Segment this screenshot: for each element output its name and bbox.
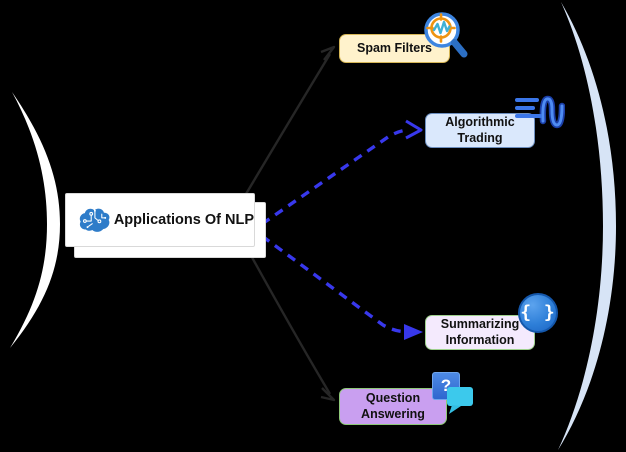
connector-algorithmic-trading[interactable]: [261, 119, 423, 226]
connector-question-answering[interactable]: [241, 240, 336, 402]
node-algorithmic-trading-label: Algorithmic Trading: [445, 114, 515, 145]
curly-braces-glyph: { }: [520, 301, 556, 323]
node-summarizing-information[interactable]: Summarizing Information: [425, 315, 535, 350]
right-arc-decoration: [558, 2, 616, 450]
node-algorithmic-trading[interactable]: Algorithmic Trading: [425, 113, 535, 148]
node-question-answering[interactable]: Question Answering: [339, 388, 447, 425]
center-node-label: Applications Of NLP: [113, 212, 254, 228]
chat-question-icon: ?: [431, 370, 477, 420]
signal-wave-icon: [515, 95, 565, 129]
question-mark-glyph: ?: [440, 376, 452, 395]
node-spam-filters[interactable]: Spam Filters: [339, 34, 450, 63]
node-applications-of-nlp[interactable]: Applications Of NLP: [65, 193, 255, 247]
curly-braces-icon: { }: [518, 293, 558, 333]
reply-bubble: [447, 387, 473, 414]
node-question-answering-label: Question Answering: [361, 390, 425, 421]
node-summarizing-information-label: Summarizing Information: [440, 316, 520, 347]
magnifier-pulse-icon: [424, 12, 468, 58]
brain-circuit-icon: [79, 208, 110, 232]
node-spam-filters-label: Spam Filters: [356, 40, 433, 55]
connector-summarizing-information[interactable]: [260, 234, 423, 340]
left-arc-decoration: [10, 92, 60, 348]
connector-spam-filters[interactable]: [241, 45, 336, 200]
